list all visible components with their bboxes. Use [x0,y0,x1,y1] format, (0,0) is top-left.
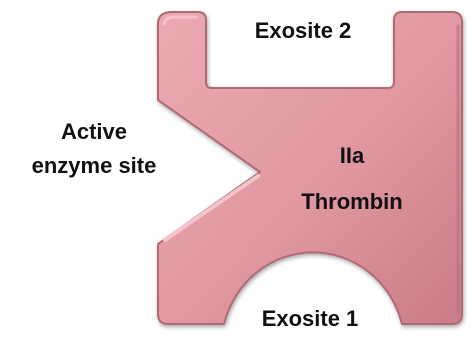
active-site-label-line2: enzyme site [32,153,157,178]
exosite-1-label: Exosite 1 [262,306,359,331]
enzyme-name-line1: IIa [340,143,365,168]
exosite-2-label: Exosite 2 [255,18,352,43]
enzyme-name-line2: Thrombin [301,189,402,214]
thrombin-body-shape [158,12,462,324]
active-site-label-line1: Active [61,119,127,144]
